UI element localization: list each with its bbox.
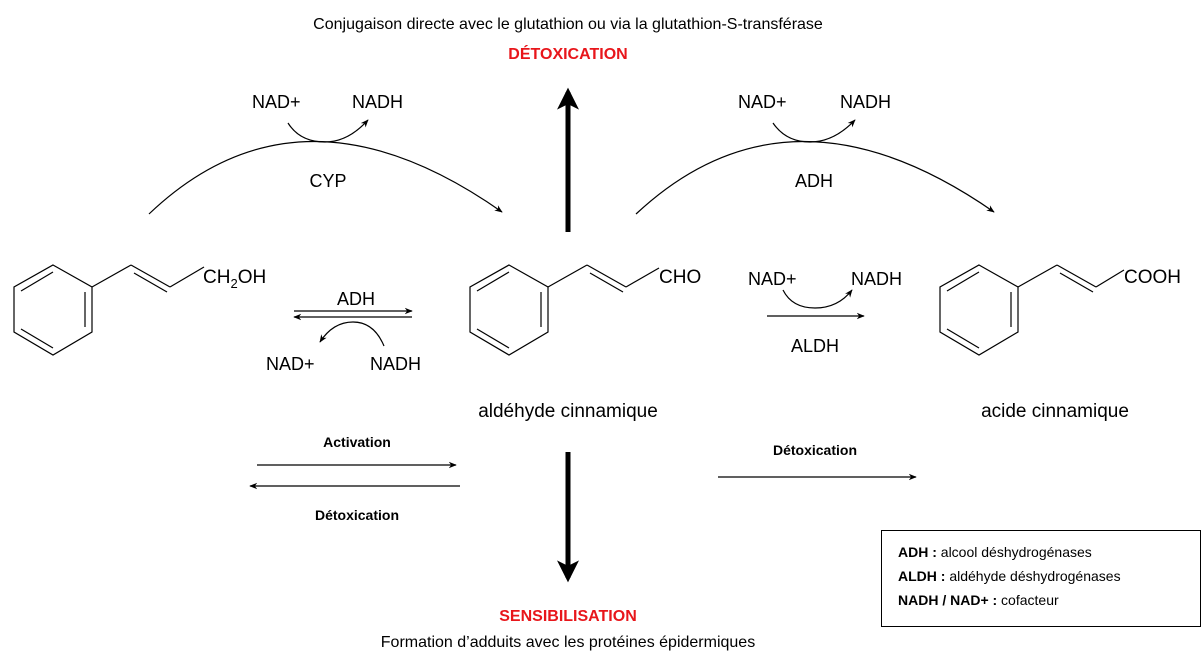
aldehyde-name: aldéhyde cinnamique	[478, 401, 658, 422]
legend-key-nad: NADH / NAD+ :	[898, 592, 998, 608]
legend-row-nad: NADH / NAD+ : cofacteur	[898, 588, 1200, 612]
aldh-cofactor-in: NAD+	[748, 269, 797, 289]
equilibrium-cofactor-arc	[319, 321, 385, 347]
equilibrium-cofactor-in: NADH	[370, 354, 421, 374]
adh-main-arc	[635, 141, 995, 215]
legend-value-nad: cofacteur	[997, 592, 1059, 608]
legend-row-adh: ADH : alcool déshydrogénases	[898, 540, 1200, 564]
legend-box: ADH : alcool déshydrogénases ALDH : aldé…	[881, 530, 1201, 627]
legend-value-aldh: aldéhyde déshydrogénases	[945, 568, 1121, 584]
adh-arc-cofactor-out: NADH	[840, 92, 891, 112]
adh-arc-enzyme-label: ADH	[795, 171, 833, 191]
equilibrium-cofactor-out: NAD+	[266, 354, 315, 374]
equilibrium-enzyme-label: ADH	[337, 289, 375, 309]
cinnamyl-alcohol-structure	[13, 264, 205, 356]
adh-arc-cofactor-arc	[772, 119, 856, 143]
sensitization-label: SENSIBILISATION	[499, 608, 637, 625]
cyp-enzyme-label: CYP	[309, 171, 346, 191]
acid-name: acide cinnamique	[981, 401, 1129, 422]
detoxication-label: DÉTOXICATION	[508, 44, 627, 63]
aldh-cofactor-arc	[782, 289, 853, 309]
detoxication-right-label: Détoxication	[773, 442, 857, 458]
legend-value-adh: alcool déshydrogénases	[936, 544, 1092, 560]
aldh-enzyme-label: ALDH	[791, 336, 839, 356]
cyp-cofactor-arc	[287, 119, 369, 143]
legend-key-adh: ADH :	[898, 544, 937, 560]
activation-label: Activation	[323, 434, 391, 450]
cyp-cofactor-in: NAD+	[252, 92, 301, 112]
cinnamic-acid-structure	[939, 264, 1125, 356]
aldehyde-group-label: CHO	[659, 267, 701, 288]
aldh-cofactor-out: NADH	[851, 269, 902, 289]
legend-key-aldh: ALDH :	[898, 568, 946, 584]
cinnamaldehyde-structure	[469, 264, 660, 356]
cyp-cofactor-out: NADH	[352, 92, 403, 112]
adh-arc-cofactor-in: NAD+	[738, 92, 787, 112]
alcohol-group-label: CH2OH	[203, 267, 266, 291]
detoxication-left-label: Détoxication	[315, 507, 399, 523]
legend-row-aldh: ALDH : aldéhyde déshydrogénases	[898, 564, 1200, 588]
cyp-main-arc	[148, 141, 503, 215]
conjugation-text: Conjugaison directe avec le glutathion o…	[313, 16, 823, 33]
adducts-text: Formation d’adduits avec les protéines é…	[381, 634, 755, 651]
acid-group-label: COOH	[1124, 267, 1181, 288]
